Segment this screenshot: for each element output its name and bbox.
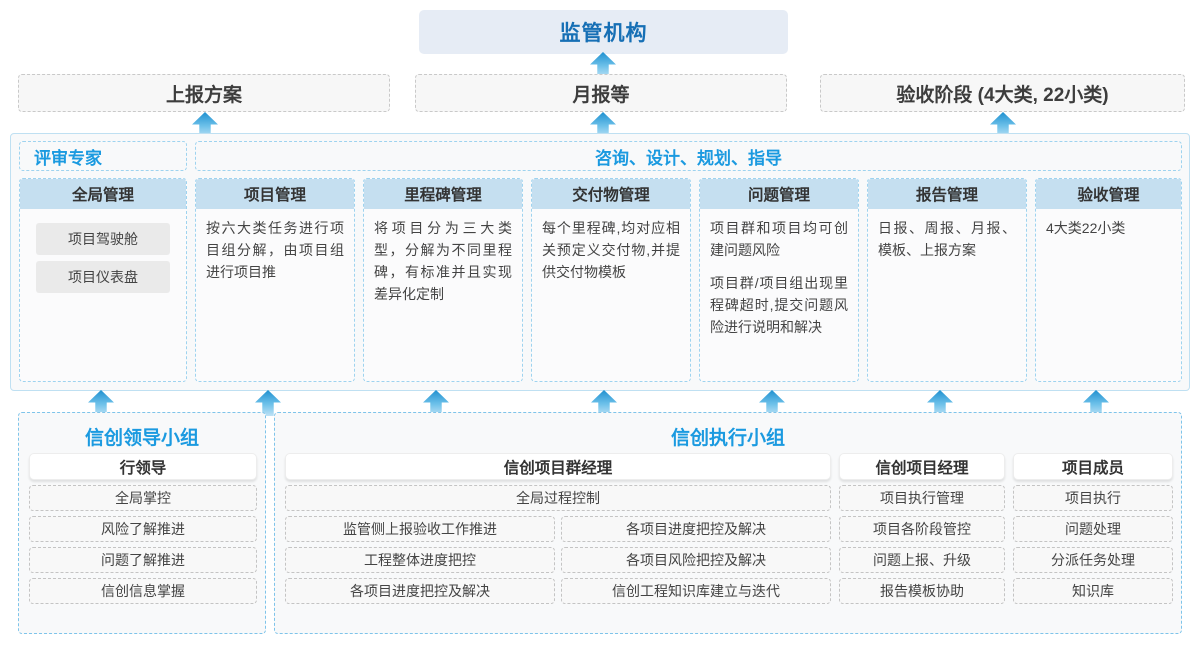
task-item: 问题上报、升级 [839, 547, 1005, 573]
column-body: 将项目分为三大类型，分解为不同里程碑，有标准并且实现差异化定制 [364, 209, 522, 305]
column-paragraph: 按六大类任务进行项目组分解，由项目组进行项目推 [206, 220, 344, 280]
role-project-member: 项目成员 [1013, 453, 1173, 480]
column-deliverable-management: 交付物管理 每个里程碑,均对应相关预定义交付物,并提供交付物模板 [531, 178, 691, 382]
report-cell-acceptance: 验收阶段 (4大类, 22小类) [820, 74, 1185, 112]
column-paragraph: 项目群和项目均可创建问题风险 [710, 220, 848, 258]
column-body: 日报、周报、月报、模板、上报方案 [868, 209, 1026, 261]
project-member-section: 项目成员 项目执行 问题处理 分派任务处理 知识库 [1013, 453, 1173, 604]
report-cell-plan: 上报方案 [18, 74, 390, 112]
leadership-group-panel: 信创领导小组 行领导 全局掌控 风险了解推进 问题了解推进 信创信息掌握 [18, 412, 266, 634]
column-title: 里程碑管理 [364, 179, 522, 209]
column-project-management: 项目管理 按六大类任务进行项目组分解，由项目组进行项目推 [195, 178, 355, 382]
header-review-experts: 评审专家 [19, 141, 187, 171]
task-item: 项目执行管理 [839, 485, 1005, 511]
execution-group-title: 信创执行小组 [670, 428, 785, 449]
column-issue-management: 问题管理 项目群和项目均可创建问题风险 项目群/项目组出现里程碑超时,提交问题风… [699, 178, 859, 382]
role-bank-leader: 行领导 [29, 453, 257, 480]
middle-panel: 评审专家 咨询、设计、规划、指导 全局管理 项目驾驶舱 项目仪表盘 项目管理 按… [10, 133, 1190, 391]
task-item: 信创工程知识库建立与迭代 [561, 578, 831, 604]
column-body: 4大类22小类 [1036, 209, 1181, 239]
program-manager-tasks-right: 各项目进度把控及解决 各项目风险把控及解决 信创工程知识库建立与迭代 [561, 516, 831, 604]
task-item: 项目各阶段管控 [839, 516, 1005, 542]
column-body: 按六大类任务进行项目组分解，由项目组进行项目推 [196, 209, 354, 283]
column-title: 交付物管理 [532, 179, 690, 209]
leadership-group-stack: 行领导 全局掌控 风险了解推进 问题了解推进 信创信息掌握 [29, 453, 257, 604]
task-item: 问题处理 [1013, 516, 1173, 542]
task-item: 分派任务处理 [1013, 547, 1173, 573]
column-title: 报告管理 [868, 179, 1026, 209]
column-title: 问题管理 [700, 179, 858, 209]
task-item: 信创信息掌握 [29, 578, 257, 604]
column-paragraph: 每个里程碑,均对应相关预定义交付物,并提供交付物模板 [542, 220, 680, 280]
column-milestone-management: 里程碑管理 将项目分为三大类型，分解为不同里程碑，有标准并且实现差异化定制 [363, 178, 523, 382]
pill-item: 项目仪表盘 [36, 261, 170, 293]
column-body: 每个里程碑,均对应相关预定义交付物,并提供交付物模板 [532, 209, 690, 283]
project-manager-section: 信创项目经理 项目执行管理 项目各阶段管控 问题上报、升级 报告模板协助 [839, 453, 1005, 604]
column-paragraph: 4大类22小类 [1046, 220, 1126, 236]
column-paragraph: 将项目分为三大类型，分解为不同里程碑，有标准并且实现差异化定制 [374, 220, 512, 302]
column-title: 全局管理 [20, 179, 186, 209]
task-item: 各项目风险把控及解决 [561, 547, 831, 573]
leadership-group-title: 信创领导小组 [84, 428, 199, 449]
column-report-management: 报告管理 日报、周报、月报、模板、上报方案 [867, 178, 1027, 382]
authority-box: 监管机构 [419, 10, 788, 54]
task-item: 全局掌控 [29, 485, 257, 511]
report-row: 上报方案 月报等 验收阶段 (4大类, 22小类) [0, 74, 1200, 112]
task-item: 项目执行 [1013, 485, 1173, 511]
task-item: 问题了解推进 [29, 547, 257, 573]
task-item: 风险了解推进 [29, 516, 257, 542]
task-item: 各项目进度把控及解决 [561, 516, 831, 542]
column-acceptance-management: 验收管理 4大类22小类 [1035, 178, 1182, 382]
column-paragraph: 项目群/项目组出现里程碑超时,提交问题风险进行说明和解决 [710, 275, 848, 335]
task-item: 知识库 [1013, 578, 1173, 604]
column-body: 项目群和项目均可创建问题风险 项目群/项目组出现里程碑超时,提交问题风险进行说明… [700, 209, 858, 338]
capability-columns: 全局管理 项目驾驶舱 项目仪表盘 项目管理 按六大类任务进行项目组分解，由项目组… [19, 178, 1182, 382]
column-body: 项目驾驶舱 项目仪表盘 [20, 209, 186, 293]
program-manager-tasks-left: 监管侧上报验收工作推进 工程整体进度把控 各项目进度把控及解决 [285, 516, 555, 604]
middle-panel-headers: 评审专家 咨询、设计、规划、指导 [19, 141, 1182, 171]
task-item: 报告模板协助 [839, 578, 1005, 604]
task-item: 工程整体进度把控 [285, 547, 555, 573]
task-item: 各项目进度把控及解决 [285, 578, 555, 604]
column-global-management: 全局管理 项目驾驶舱 项目仪表盘 [19, 178, 187, 382]
header-consulting: 咨询、设计、规划、指导 [195, 141, 1182, 171]
column-title: 验收管理 [1036, 179, 1181, 209]
report-cell-monthly: 月报等 [415, 74, 787, 112]
column-title: 项目管理 [196, 179, 354, 209]
program-manager-section: 信创项目群经理 全局过程控制 监管侧上报验收工作推进 工程整体进度把控 各项目进… [285, 453, 831, 604]
column-paragraph: 日报、周报、月报、模板、上报方案 [878, 220, 1016, 258]
task-item: 监管侧上报验收工作推进 [285, 516, 555, 542]
role-project-manager: 信创项目经理 [839, 453, 1005, 480]
task-item-full: 全局过程控制 [285, 485, 831, 511]
program-manager-task-grid: 监管侧上报验收工作推进 工程整体进度把控 各项目进度把控及解决 各项目进度把控及… [285, 516, 831, 604]
execution-group-panel: 信创执行小组 信创项目群经理 全局过程控制 监管侧上报验收工作推进 工程整体进度… [274, 412, 1182, 634]
pill-item: 项目驾驶舱 [36, 223, 170, 255]
role-program-manager: 信创项目群经理 [285, 453, 831, 480]
